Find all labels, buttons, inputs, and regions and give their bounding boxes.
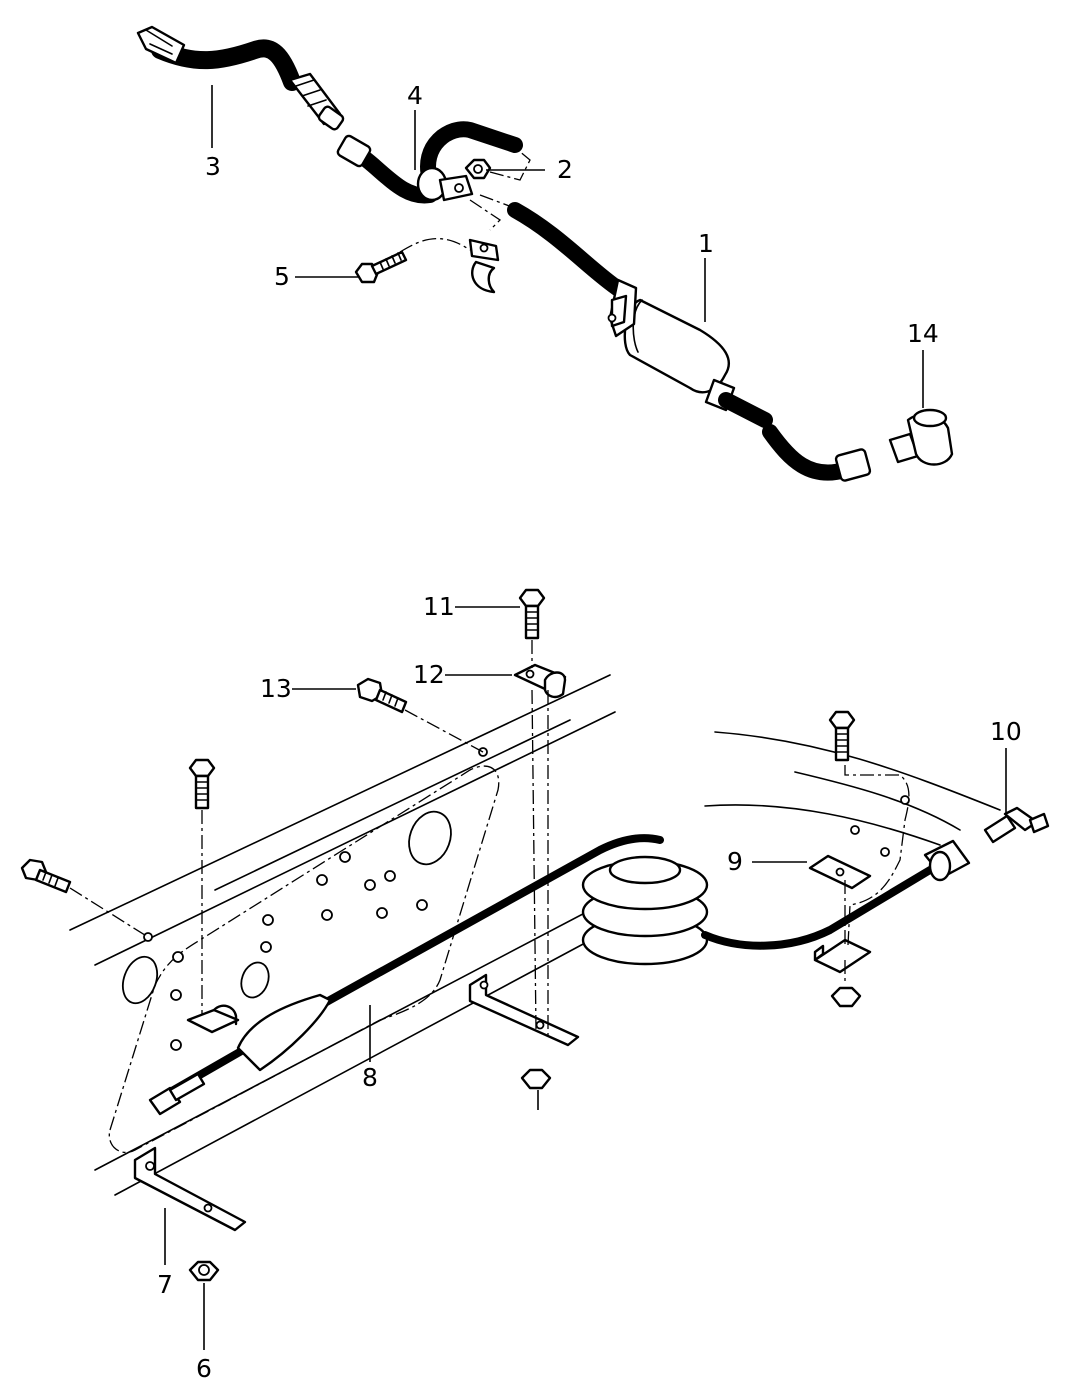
part-11-bolt: [518, 588, 546, 640]
part-13-bolt: [356, 677, 408, 714]
part-5-bolt: [354, 250, 408, 284]
part-14-elbow-fitting: [888, 408, 954, 466]
upper-fuel-line-assembly: [136, 25, 954, 482]
part-7-bracket: [133, 1146, 247, 1232]
callout-14: 14: [907, 319, 939, 348]
clamp-lower-half: [468, 238, 500, 294]
middle-bracket: [468, 973, 580, 1047]
callout-13: 13: [260, 674, 292, 703]
frame-rails: [69, 674, 1001, 1196]
plate-holes: [121, 747, 910, 1051]
part-4-clamp: [416, 166, 474, 202]
right-nut: [830, 986, 862, 1008]
right-bracket: [813, 938, 872, 974]
lower-frame-assembly: [20, 588, 1050, 1282]
left-clip: [186, 1004, 240, 1034]
callout-5: 5: [274, 262, 290, 291]
assembly-line-lower-6: [844, 765, 910, 946]
callout-leaders: [164, 85, 1007, 1350]
part-8-fuel-line-coil: [148, 834, 971, 1116]
callout-2: 2: [557, 155, 573, 184]
part-12-clip: [513, 663, 567, 699]
part-1-fuel-filter: [607, 278, 872, 482]
part-9-pad: [808, 854, 872, 890]
assembly-line-lower-2: [531, 640, 537, 1031]
callout-9: 9: [727, 847, 743, 876]
right-upper-bolt: [828, 710, 856, 762]
part-3-hose: [136, 25, 345, 131]
callout-1: 1: [698, 229, 714, 258]
part-2-nut: [464, 158, 492, 180]
callout-11: 11: [423, 592, 455, 621]
plate-outline: [108, 765, 500, 1154]
callout-7: 7: [157, 1270, 173, 1299]
assembly-line-upper-1: [399, 237, 471, 253]
assembly-line-lower-4: [69, 887, 149, 938]
left-bolt: [20, 858, 72, 894]
assembly-line-lower-5: [404, 709, 484, 753]
callout-6: 6: [196, 1354, 212, 1383]
middle-nut: [520, 1068, 552, 1090]
upper-left-bolt: [188, 758, 216, 810]
callout-8: 8: [362, 1063, 378, 1092]
part-6-nut: [188, 1260, 220, 1282]
callout-12: 12: [413, 660, 445, 689]
callout-10: 10: [990, 717, 1022, 746]
callout-3: 3: [205, 152, 221, 181]
callout-labels: 1 2 3 4 5 6 7 8 9 10 11 12 13 14: [157, 81, 1022, 1383]
part-10-elbow-connector: [983, 806, 1050, 844]
callout-4: 4: [407, 81, 423, 110]
assembly-line-upper-2: [469, 149, 531, 231]
